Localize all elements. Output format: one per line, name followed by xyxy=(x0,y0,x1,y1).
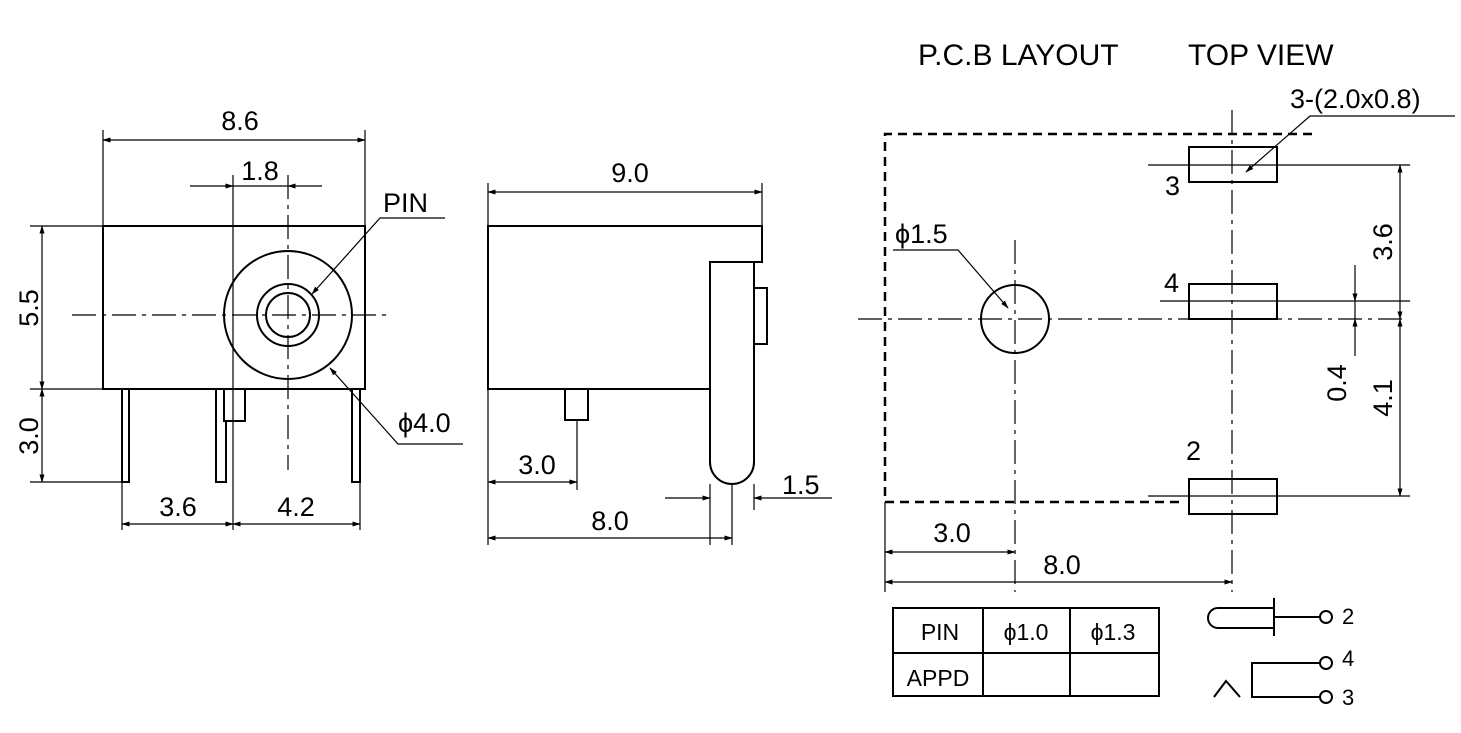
dim-span-8-0: 8.0 xyxy=(591,506,629,536)
terminal-4-label: 4 xyxy=(1342,646,1354,671)
slot-spec: 3-(2.0x0.8) xyxy=(1290,84,1421,114)
schematic-symbol: 2 4 3 xyxy=(1207,598,1354,710)
dim-diameter-4-0: ϕ4.0 xyxy=(398,408,451,438)
pcb-layout-header: P.C.B LAYOUT xyxy=(918,39,1119,72)
dim-0-4: 0.4 xyxy=(1322,364,1352,402)
front-pin-left xyxy=(121,389,130,483)
terminal-2-label: 2 xyxy=(1342,604,1354,629)
side-rear-bump xyxy=(753,287,768,345)
hole-diameter: ϕ1.5 xyxy=(895,219,948,249)
front-pin-stub xyxy=(223,388,246,422)
pin-label: PIN xyxy=(383,188,428,218)
side-rear-pin xyxy=(709,262,755,485)
dim-hole-3-0: 3.0 xyxy=(933,518,971,548)
pad-3-label: 3 xyxy=(1165,171,1180,201)
side-view: 9.0 3.0 8.0 1.5 xyxy=(487,158,832,545)
pad-4-label: 4 xyxy=(1164,268,1179,298)
front-view: 8.6 1.8 PIN 5.5 3.0 ϕ4.0 3.6 4.2 xyxy=(14,106,463,530)
pad-2-label: 2 xyxy=(1186,436,1201,466)
pcb-outline xyxy=(883,132,1312,504)
pin-table: PIN ϕ1.0 ϕ1.3 APPD xyxy=(892,607,1160,697)
dim-pin-1-5: 1.5 xyxy=(782,470,820,500)
dim-4-1: 4.1 xyxy=(1368,379,1398,417)
dim-offset-1-8: 1.8 xyxy=(241,156,279,186)
terminal-3-label: 3 xyxy=(1342,685,1354,710)
dim-spacing-3-6: 3.6 xyxy=(159,492,197,522)
side-body xyxy=(487,225,763,390)
dim-height-5-5: 5.5 xyxy=(14,289,44,327)
table-header-1-3: ϕ1.3 xyxy=(1091,619,1136,645)
table-header-pin: PIN xyxy=(921,619,959,645)
dim-3-6: 3.6 xyxy=(1368,223,1398,261)
front-body xyxy=(102,225,366,390)
dim-pin-3-0: 3.0 xyxy=(14,417,44,455)
side-pin-stub xyxy=(564,389,589,421)
pcb-layout: P.C.B LAYOUT TOP VIEW 3-(2.0x0.8) ϕ1.5 xyxy=(858,39,1455,592)
dim-total-8-0: 8.0 xyxy=(1043,550,1081,580)
dim-width-8-6: 8.6 xyxy=(221,106,259,136)
front-pin-center xyxy=(215,389,227,483)
dim-offset-3-0: 3.0 xyxy=(518,450,556,480)
table-header-1-0: ϕ1.0 xyxy=(1004,619,1049,645)
table-row-appd: APPD xyxy=(907,665,970,691)
front-pin-right xyxy=(351,389,361,483)
dim-length-9-0: 9.0 xyxy=(611,158,649,188)
top-view-header: TOP VIEW xyxy=(1188,39,1334,72)
dim-spacing-4-2: 4.2 xyxy=(277,492,315,522)
mounting-hole xyxy=(980,284,1050,354)
